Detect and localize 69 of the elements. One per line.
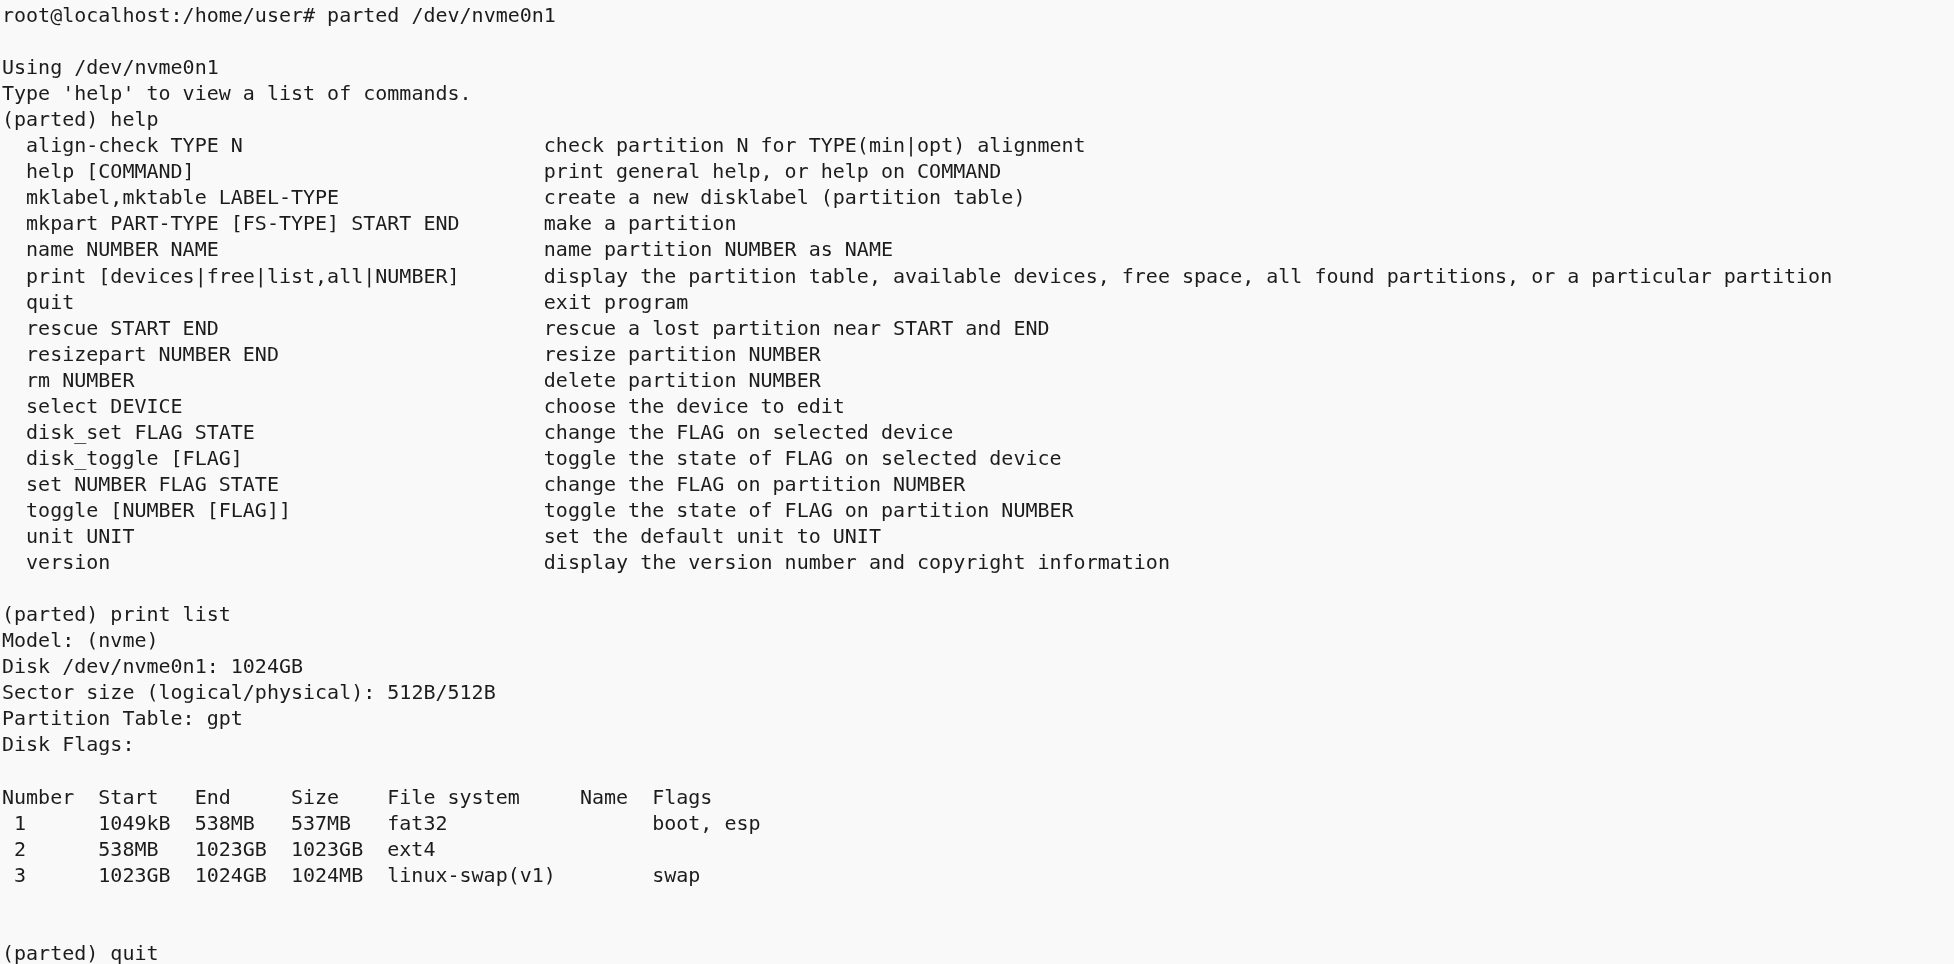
command-description: display the version number and copyright information <box>543 549 1170 576</box>
table-header: Flags <box>652 783 713 810</box>
table-cell: swap <box>652 861 701 888</box>
command-name: name NUMBER NAME <box>26 236 219 263</box>
table-cell: boot, esp <box>652 809 761 836</box>
terminal-line: (parted) help <box>2 106 159 133</box>
command-description: make a partition <box>543 210 737 237</box>
command-name: toggle [NUMBER [FLAG]] <box>26 496 291 523</box>
command-name: help [COMMAND] <box>26 158 195 185</box>
terminal-line: (parted) print list <box>2 601 231 628</box>
command-name: version <box>26 549 111 576</box>
table-cell: 537MB <box>290 809 352 836</box>
table-cell: 1049kB <box>98 809 171 836</box>
command-description: toggle the state of FLAG on selected device <box>543 444 1062 471</box>
command-name: print [devices|free|list,all|NUMBER] <box>26 262 460 289</box>
command-name: quit <box>26 288 75 315</box>
terminal-line: Model: (nvme) <box>2 627 159 654</box>
table-header: File system <box>387 783 520 810</box>
terminal-line: (parted) quit <box>2 939 159 964</box>
table-header: Number <box>2 783 75 810</box>
command-description: delete partition NUMBER <box>543 366 821 393</box>
command-description: display the partition table, available devices, free space, all found partitions, or a particular partition <box>543 262 1833 289</box>
table-cell: 1024MB <box>290 861 364 888</box>
table-header: Name <box>579 783 629 810</box>
table-cell: 3 <box>14 861 27 888</box>
command-name: rm NUMBER <box>26 366 135 393</box>
command-description: choose the device to edit <box>543 392 845 419</box>
command-description: name partition NUMBER as NAME <box>543 236 893 263</box>
table-cell: 2 <box>14 835 27 862</box>
command-description: check partition N for TYPE(min|opt) alignment <box>543 132 1086 159</box>
table-header: Size <box>290 783 340 810</box>
terminal-line: Type 'help' to view a list of commands. <box>2 80 472 107</box>
command-name: disk_toggle [FLAG] <box>26 444 243 471</box>
table-cell: 538MB <box>194 809 255 836</box>
command-name: mkpart PART-TYPE [FS-TYPE] START END <box>26 210 460 237</box>
table-cell: linux-swap(v1) <box>387 861 556 888</box>
terminal-line: Disk /dev/nvme0n1: 1024GB <box>2 653 304 680</box>
command-name: disk_set FLAG STATE <box>26 418 255 445</box>
table-header: Start <box>98 783 159 810</box>
terminal-line: Disk Flags: <box>2 731 135 758</box>
terminal-line: Partition Table: gpt <box>2 705 243 732</box>
command-name: unit UNIT <box>26 523 135 549</box>
table-cell: 1024GB <box>194 861 267 888</box>
command-name: set NUMBER FLAG STATE <box>26 470 279 497</box>
command-name: rescue START END <box>26 314 219 341</box>
command-description: exit program <box>543 288 689 315</box>
command-name: align-check TYPE N <box>26 132 243 159</box>
command-description: create a new disklabel (partition table) <box>543 184 1026 211</box>
table-cell: ext4 <box>387 835 436 862</box>
command-description: rescue a lost partition near START and END <box>543 314 1050 341</box>
table-cell: fat32 <box>387 809 448 836</box>
terminal-line: Sector size (logical/physical): 512B/512B <box>2 679 496 706</box>
terminal-line: Using /dev/nvme0n1 <box>2 54 219 81</box>
command-name: select DEVICE <box>26 392 183 419</box>
command-description: change the FLAG on selected device <box>543 418 954 445</box>
table-cell: 538MB <box>98 835 159 862</box>
command-description: print general help, or help on COMMAND <box>543 158 1002 185</box>
table-header: End <box>194 783 231 810</box>
table-cell: 1 <box>14 809 27 836</box>
command-name: resizepart NUMBER END <box>26 340 279 367</box>
command-description: set the default unit to UNIT <box>543 523 881 549</box>
table-cell: 1023GB <box>98 861 171 888</box>
command-description: toggle the state of FLAG on partition NUMBER <box>543 496 1074 523</box>
table-cell: 1023GB <box>290 835 364 862</box>
command-name: mklabel,mktable LABEL-TYPE <box>26 184 340 211</box>
terminal-line: root@localhost:/home/user# parted /dev/nvme0n1 <box>2 2 556 28</box>
table-cell: 1023GB <box>194 835 267 862</box>
command-description: resize partition NUMBER <box>543 340 821 367</box>
command-description: change the FLAG on partition NUMBER <box>543 470 966 497</box>
